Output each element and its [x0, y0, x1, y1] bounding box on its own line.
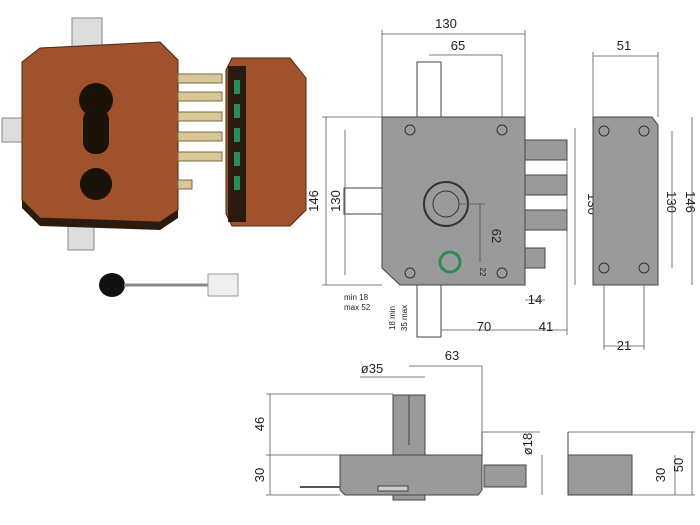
dim-keeper-bottom-width: 21: [617, 338, 631, 353]
lock-photo: [1, 17, 307, 297]
dim-max: max 52: [344, 303, 371, 312]
cylinder-icon: [79, 83, 113, 117]
dim-keeper-height-total: 146: [683, 191, 698, 213]
dim-width-to-cylinder: 65: [451, 38, 465, 53]
dim-keeper-width: 51: [617, 38, 631, 53]
dim-bolt-length: 14: [528, 292, 542, 307]
keeper-view: 51 130 146 21: [592, 38, 698, 353]
dim-width-total: 130: [435, 16, 457, 31]
dim-backset-min: 18 min: [388, 306, 397, 330]
key-icon: [99, 273, 239, 297]
dim-case-depth: 30: [252, 468, 267, 482]
dim-height-total: 146: [306, 190, 321, 212]
dim-min: min 18: [344, 293, 369, 302]
dim-height-case: 130: [328, 190, 343, 212]
dim-keeper-height-inner: 130: [664, 191, 679, 213]
dim-bolt-diameter: ø18: [520, 433, 535, 455]
dim-keeper-total: 50: [671, 458, 686, 472]
dim-cylinder-offset: 63: [445, 348, 459, 363]
dim-cylinder-to-bottom: 62: [489, 229, 504, 243]
dim-hole-offset: 22: [478, 268, 487, 277]
front-view: 130 65 146 130 130 62 22 min 18 max 52 1…: [306, 16, 600, 338]
dim-cylinder-diameter: ø35: [361, 361, 383, 376]
dim-bolt-projection: 41: [539, 319, 553, 334]
bottom-view: ø35 63 46 30 ø18 30 50: [252, 348, 695, 501]
dim-backset-max: 35 max: [400, 305, 409, 331]
dim-lower-width: 70: [477, 319, 491, 334]
dim-cylinder-height: 46: [252, 417, 267, 431]
dim-keeper-depth: 30: [653, 468, 668, 482]
